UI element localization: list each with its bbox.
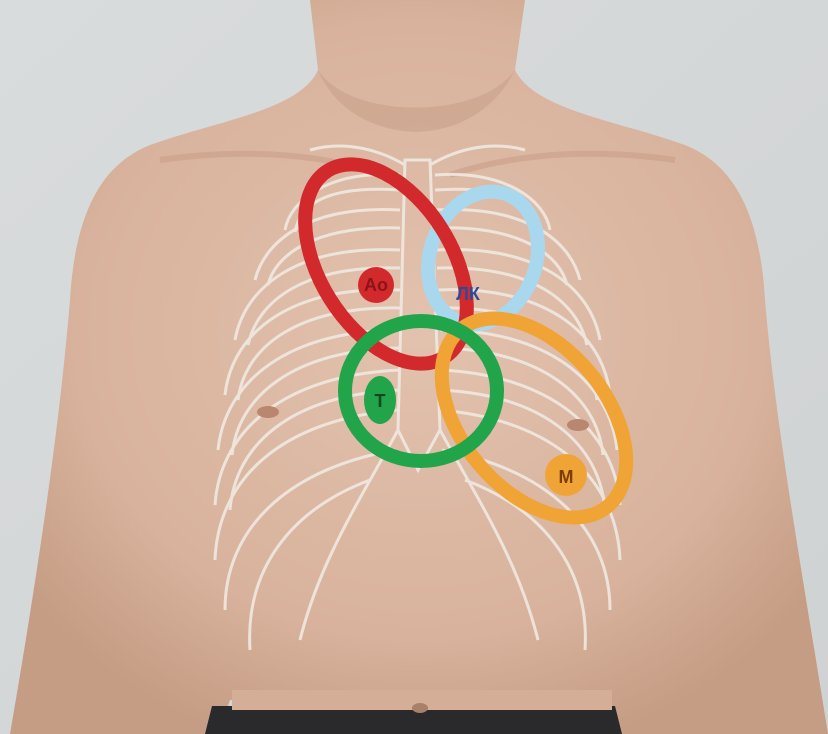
aortic-label: Ao bbox=[364, 275, 388, 295]
navel bbox=[412, 703, 428, 713]
nipple-left bbox=[257, 406, 279, 418]
tricuspid-label: Т bbox=[375, 391, 386, 411]
pulmonary-label: ЛК bbox=[456, 284, 481, 304]
nipple-right bbox=[567, 419, 589, 431]
mitral-label: М bbox=[559, 467, 574, 487]
